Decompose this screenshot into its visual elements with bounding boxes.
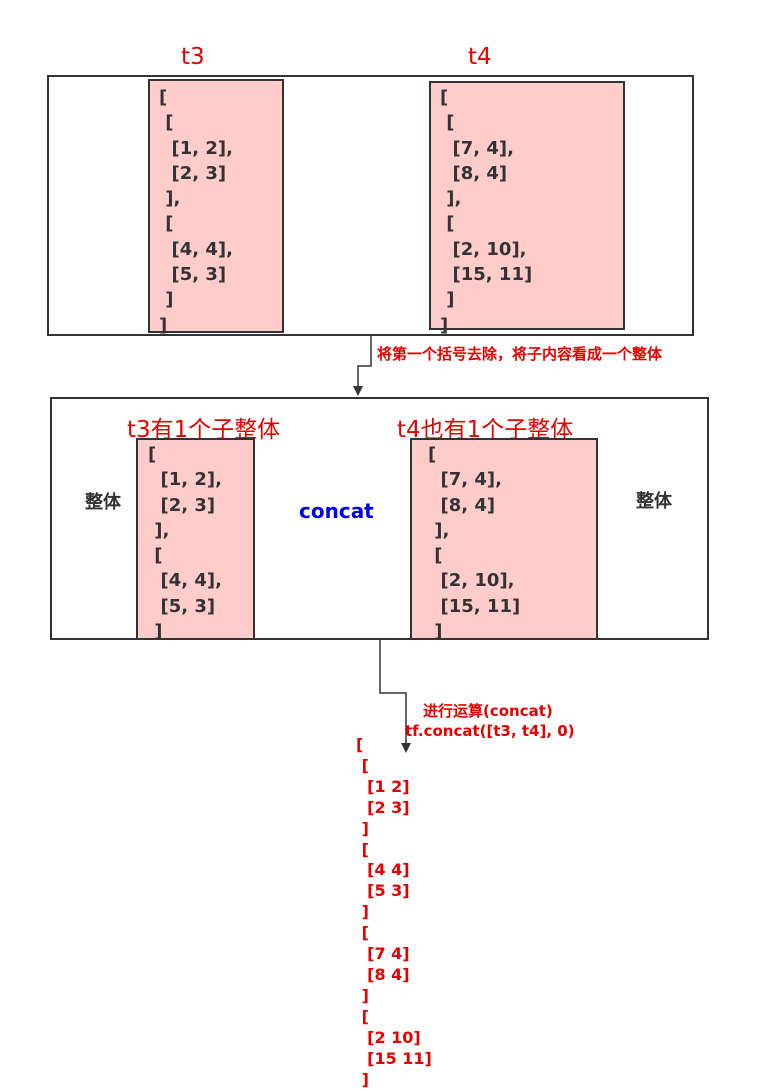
concat-label: concat — [299, 499, 374, 523]
t4-tensor-code: [ [ [7, 4], [8, 4] ], [ [2, 10], [15, 11… — [440, 87, 533, 336]
t3-title: t3 — [181, 44, 205, 70]
t3-tensor-box: [ [ [1, 2], [2, 3] ], [ [4, 4], [5, 3] ]… — [148, 79, 284, 336]
step1-arrow — [353, 336, 372, 396]
t4-subwhole-box: [ [7, 4], [8, 4] ], [ [2, 10], [15, 11] … — [410, 438, 598, 642]
t4-subwhole-code: [ [7, 4], [8, 4] ], [ [2, 10], [15, 11] … — [428, 444, 521, 643]
concat-result: [ [ [1 2] [2 3] ] [ [4 4] [5 3] ] [ [7 4… — [356, 735, 432, 1089]
right-whole-label: 整体 — [636, 491, 672, 512]
t3-tensor-code: [ [ [1, 2], [2, 3] ], [ [4, 4], [5, 3] ]… — [159, 87, 233, 336]
t4-title: t4 — [468, 44, 492, 70]
step2-note-line1: 进行运算(concat) — [423, 702, 553, 720]
step2-arrow — [379, 640, 411, 753]
t3-subwhole-code: [ [1, 2], [2, 3] ], [ [4, 4], [5, 3] ] — [148, 444, 222, 643]
step1-note: 将第一个括号去除，将子内容看成一个整体 — [377, 345, 663, 363]
left-whole-label: 整体 — [85, 492, 121, 513]
step2-note-line2: tf.concat([t3, t4], 0) — [405, 722, 575, 740]
t3-subwhole-box: [ [1, 2], [2, 3] ], [ [4, 4], [5, 3] ] — [136, 438, 255, 642]
t4-tensor-box: [ [ [7, 4], [8, 4] ], [ [2, 10], [15, 11… — [429, 81, 625, 336]
